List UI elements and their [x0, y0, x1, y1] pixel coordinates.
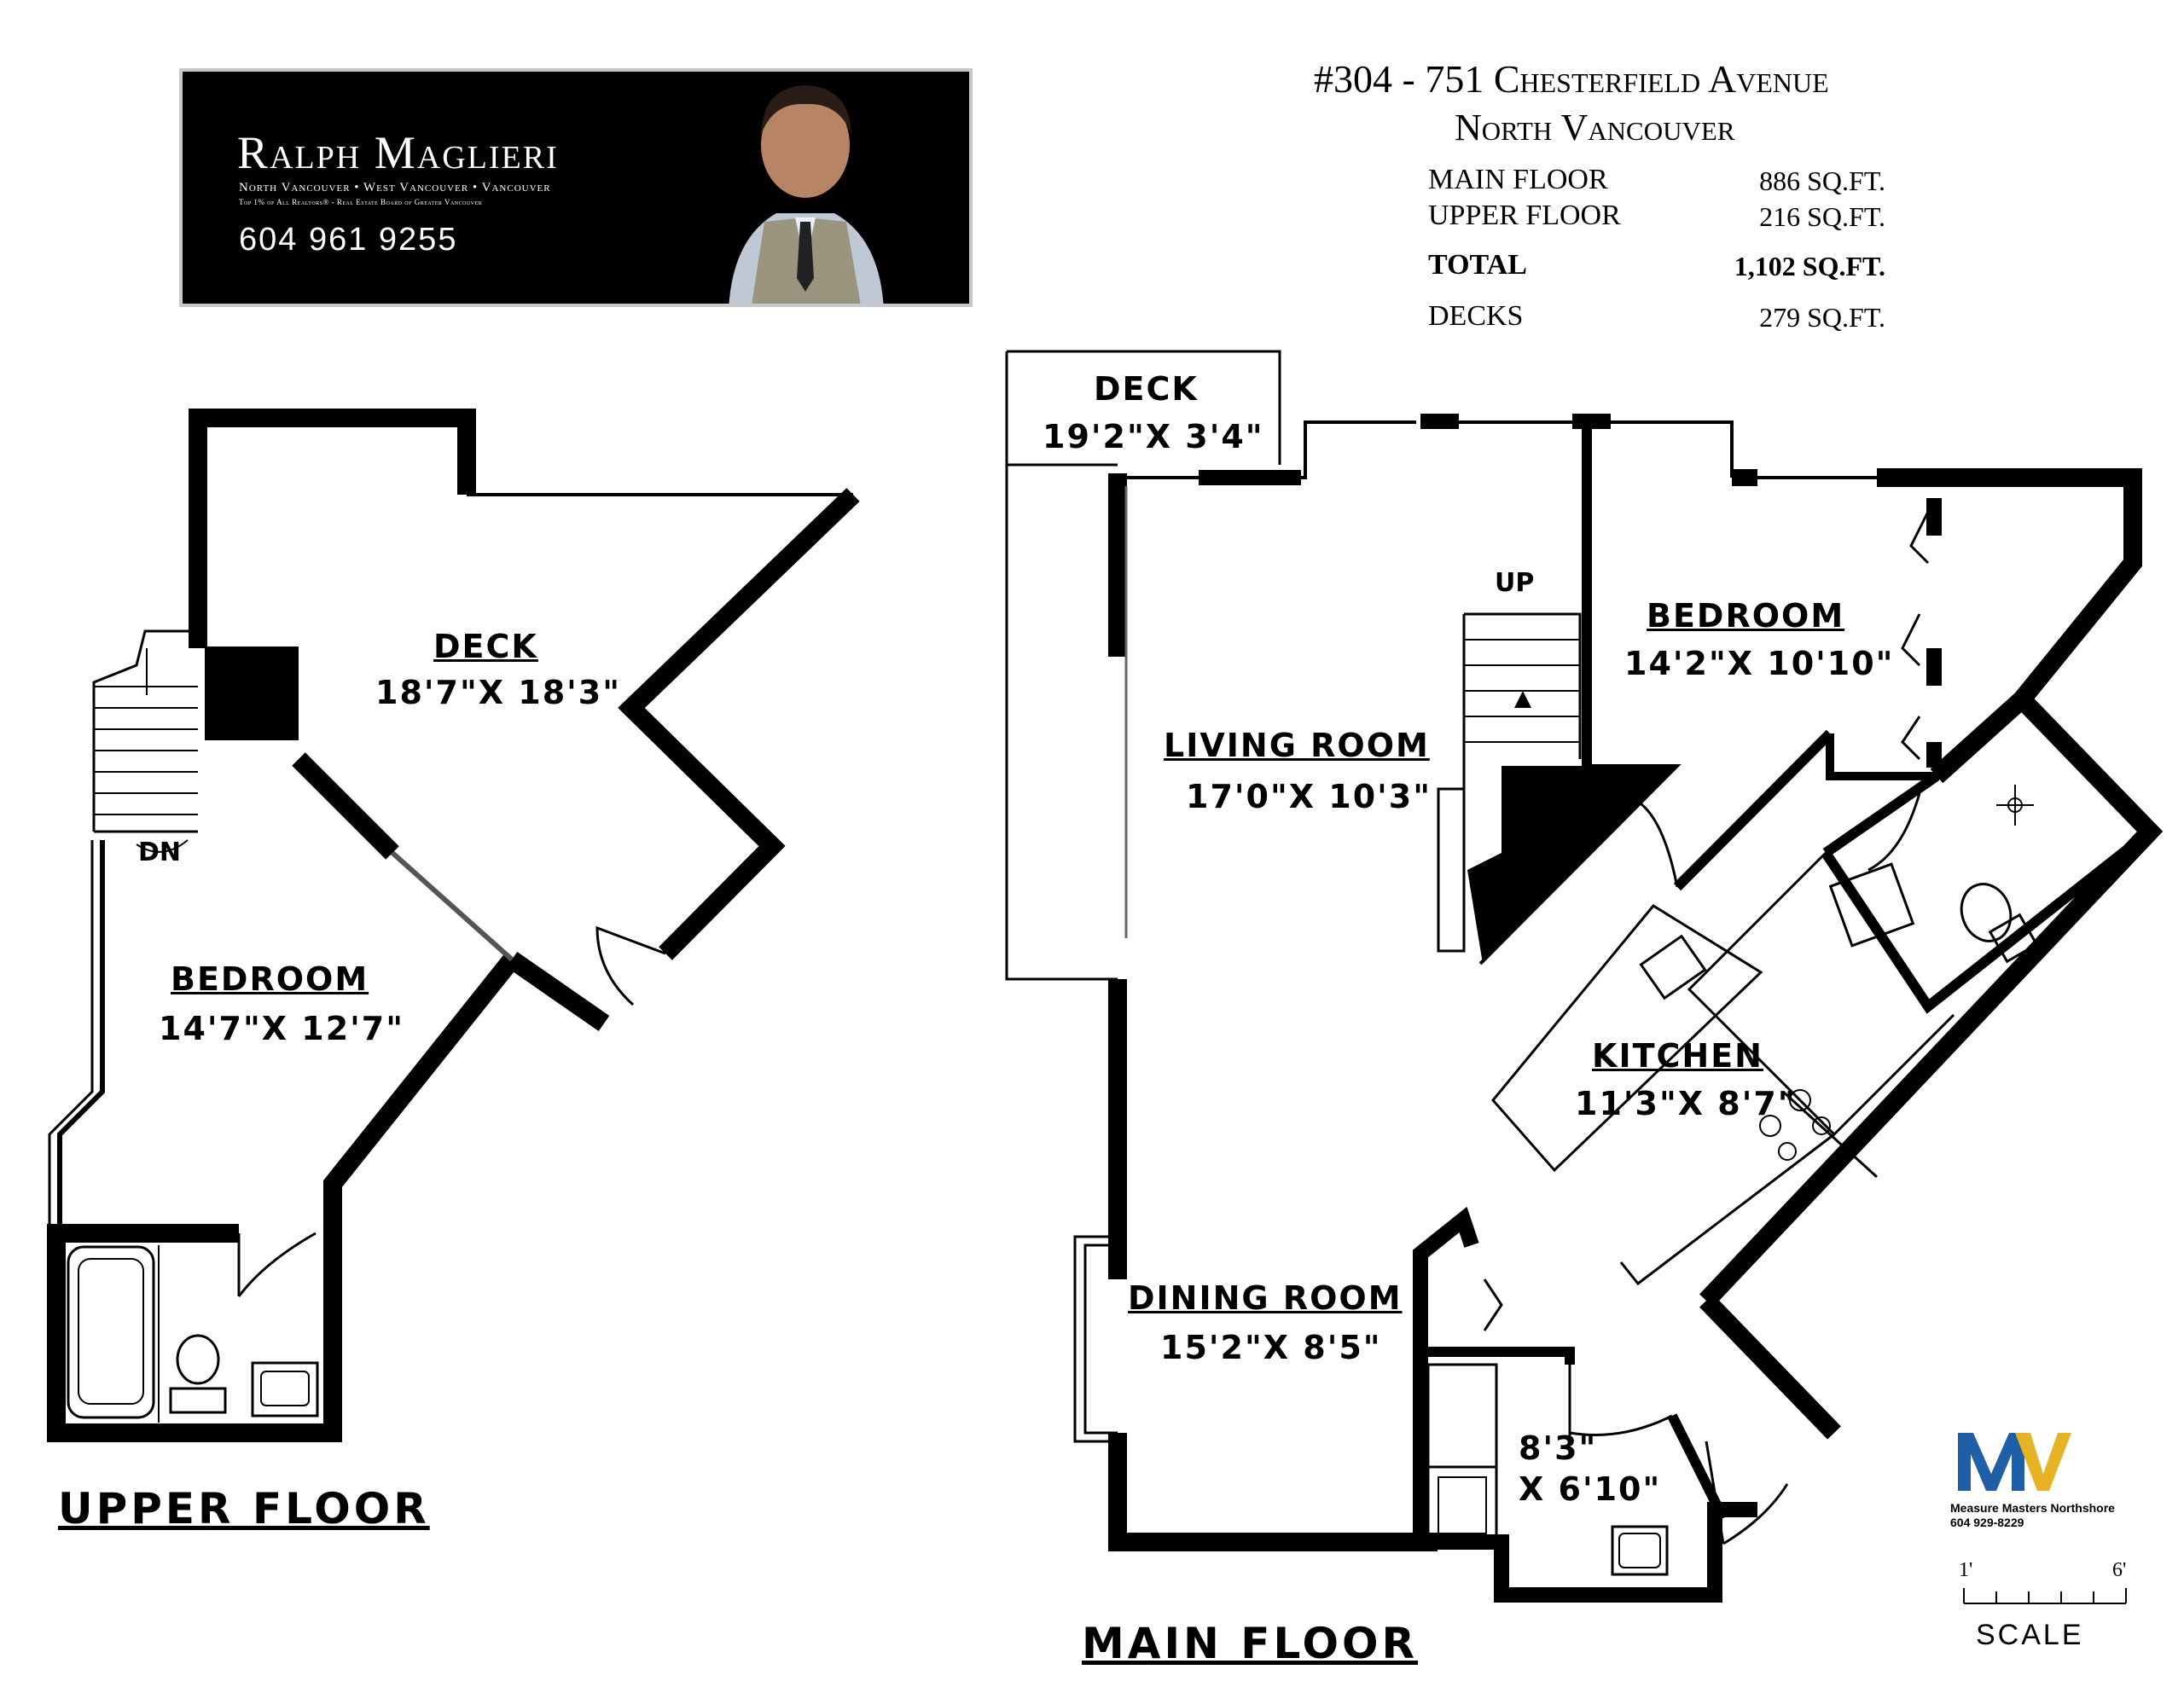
- main-bedroom-name: BEDROOM: [1647, 597, 1845, 635]
- agent-name: Ralph Maglieri: [237, 127, 559, 178]
- area-value-total: 1,102 SQ.FT.: [1734, 251, 1885, 281]
- main-floor-plan: [1005, 350, 2164, 1603]
- scale-word: SCALE: [1976, 1619, 2084, 1651]
- main-deck-dim: 19'2"X 3'4": [1043, 418, 1264, 455]
- kitchen-dim: 11'3"X 8'7": [1575, 1085, 1797, 1122]
- main-stairs-label: UP: [1495, 568, 1535, 598]
- upper-stairs-label: DN: [138, 838, 182, 867]
- dining-room-name: DINING ROOM: [1128, 1279, 1403, 1317]
- agent-banner: Ralph Maglieri North Vancouver • West Va…: [179, 68, 973, 307]
- dining-room-dim: 15'2"X 8'5": [1160, 1329, 1382, 1366]
- measure-masters-logo: [1958, 1433, 2071, 1491]
- area-label-upper: UPPER FLOOR: [1428, 200, 1621, 231]
- address-line2: North Vancouver: [1455, 107, 1735, 148]
- agent-phone: 604 961 9255: [239, 222, 458, 258]
- upper-bedroom-name: BEDROOM: [171, 960, 369, 998]
- kitchen-name: KITCHEN: [1592, 1037, 1763, 1075]
- area-label-total: TOTAL: [1428, 249, 1527, 281]
- area-label-main: MAIN FLOOR: [1428, 164, 1608, 195]
- area-label-decks: DECKS: [1428, 300, 1524, 332]
- area-value-main: 886 SQ.FT.: [1759, 165, 1885, 196]
- upper-bedroom-dim: 14'7"X 12'7": [159, 1010, 405, 1047]
- agent-board: Top 1% of All Realtors® - Real Estate Bo…: [239, 198, 483, 206]
- laundry-dim-2: X 6'10": [1519, 1470, 1662, 1508]
- upper-deck-name: DECK: [433, 628, 538, 665]
- scale-bar: [1963, 1588, 2127, 1604]
- laundry-dim-1: 8'3": [1519, 1429, 1598, 1467]
- upper-floor-title: UPPER FLOOR: [58, 1484, 430, 1533]
- address-line1: #304 - 751 Chesterfield Avenue: [1314, 57, 1829, 101]
- upper-deck-dim: 18'7"X 18'3": [375, 674, 622, 711]
- main-bedroom-dim: 14'2"X 10'10": [1624, 645, 1895, 682]
- living-room-dim: 17'0"X 10'3": [1186, 778, 1432, 815]
- living-room-name: LIVING ROOM: [1164, 727, 1430, 764]
- main-floor-title: MAIN FLOOR: [1082, 1619, 1419, 1668]
- area-value-decks: 279 SQ.FT.: [1759, 302, 1885, 333]
- logo-phone: 604 929-8229: [1950, 1516, 2024, 1529]
- area-value-upper: 216 SQ.FT.: [1759, 201, 1885, 232]
- agent-photo: [729, 85, 884, 304]
- agent-areas: North Vancouver • West Vancouver • Vanco…: [239, 181, 551, 194]
- scale-end-label: 6': [2112, 1559, 2127, 1581]
- logo-company: Measure Masters Northshore: [1950, 1501, 2115, 1515]
- upper-chimney: [205, 646, 299, 740]
- upper-floor-plan: [47, 409, 860, 1442]
- main-deck-name: DECK: [1094, 370, 1199, 408]
- scale-start-label: 1': [1959, 1559, 1973, 1581]
